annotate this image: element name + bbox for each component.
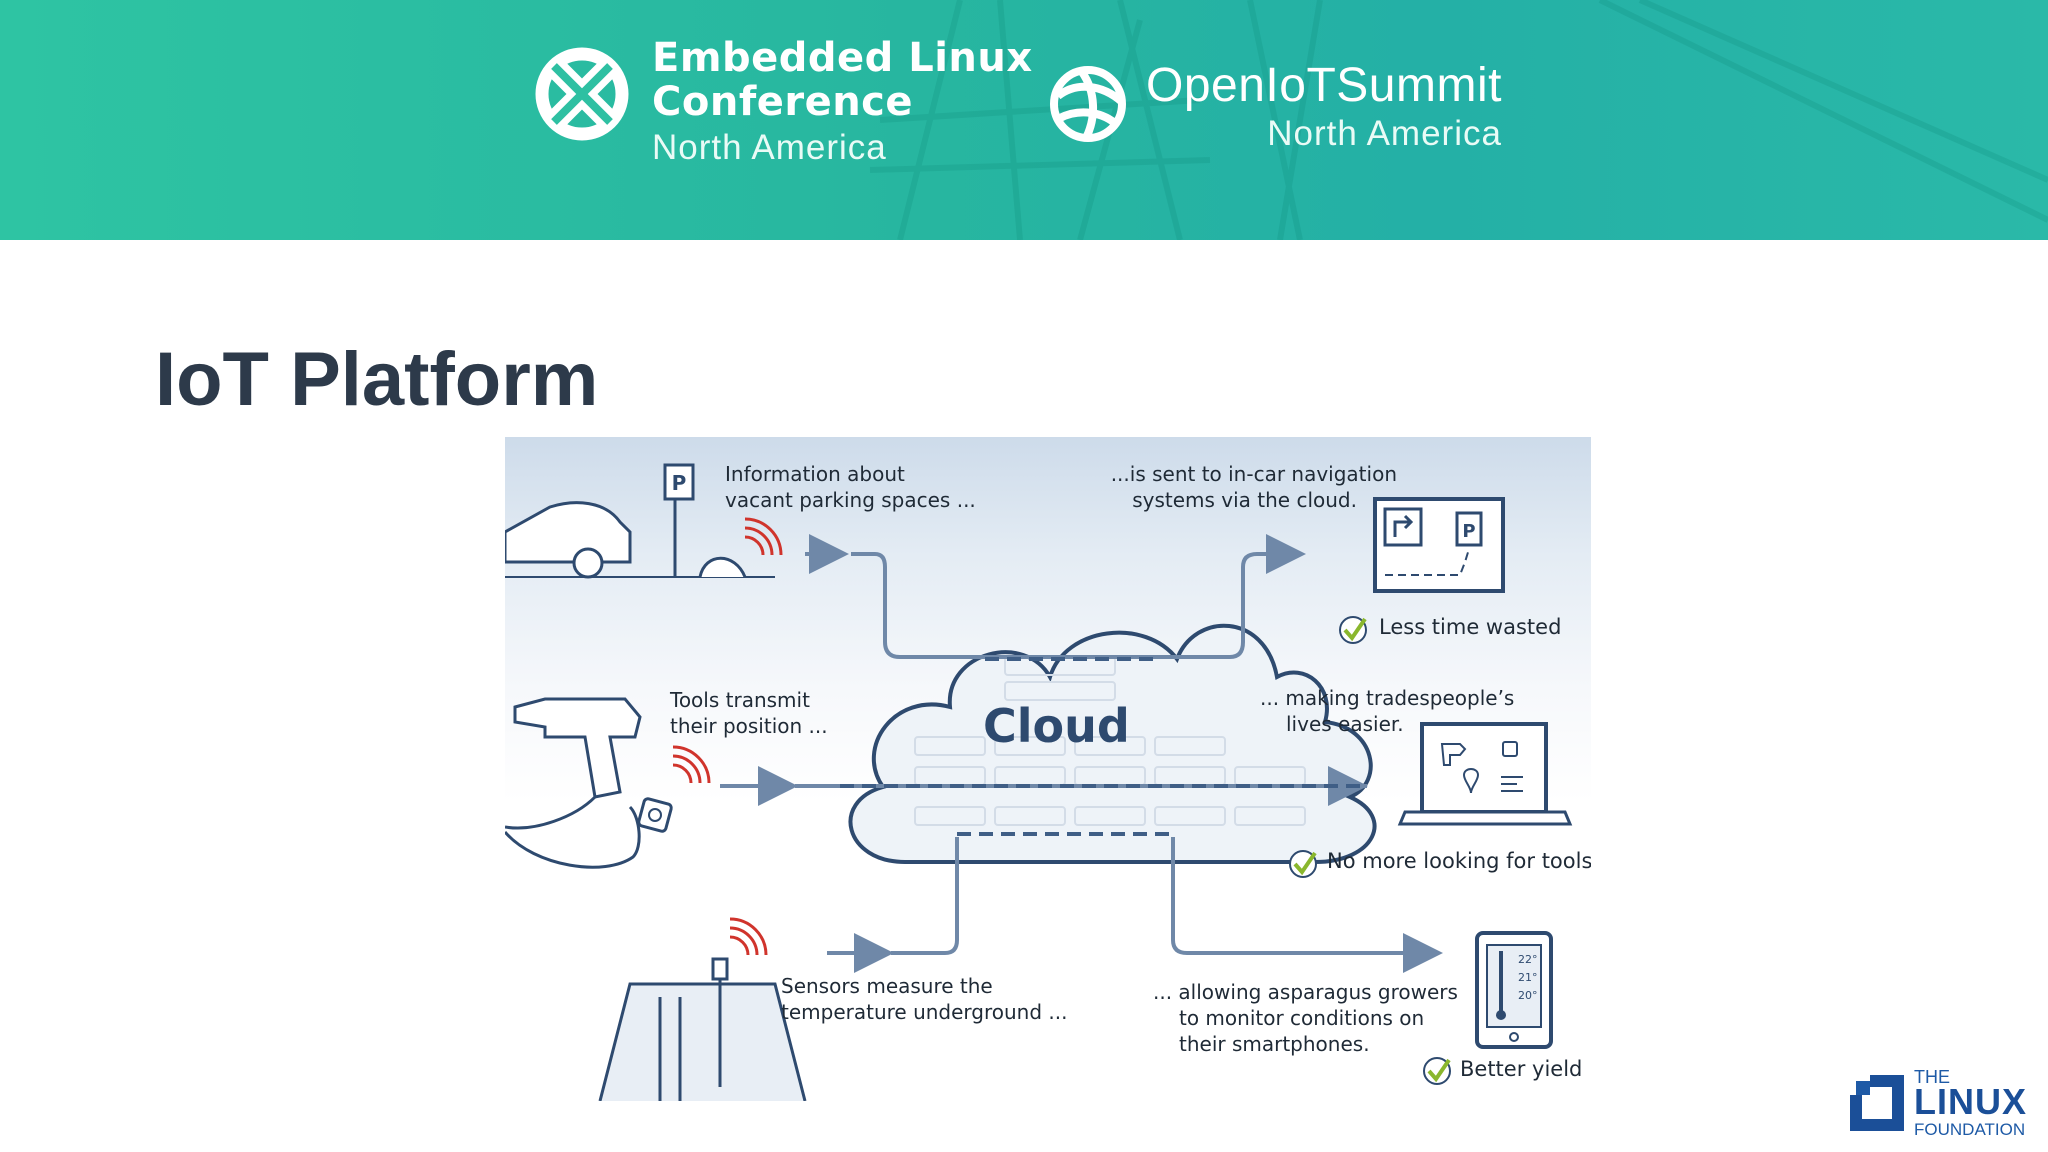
parking-sign-icon: P	[663, 463, 747, 578]
elc-name-line1: Embedded Linux	[652, 35, 1033, 81]
openiot-logo: OpenIoTSummit North America	[1046, 62, 1502, 151]
lf-foundation: FOUNDATION	[1914, 1120, 2026, 1139]
elc-region: North America	[652, 128, 887, 167]
caption-parking-out: ...is sent to in-car navigation systems …	[1097, 461, 1397, 513]
caption-line: Information about	[725, 462, 905, 486]
caption-line: vacant parking spaces ...	[725, 488, 976, 512]
caption-line: their position ...	[670, 714, 828, 738]
elc-cross-icon	[535, 47, 629, 141]
soil-sensor-icon	[598, 957, 807, 1101]
caption-line: lives easier.	[1286, 712, 1404, 736]
drill-icon	[505, 697, 642, 869]
linux-foundation-logo: THE LINUX FOUNDATION	[1848, 1068, 2027, 1138]
caption-tools-in: Tools transmit their position ...	[670, 687, 828, 739]
caption-sensor-out: ... allowing asparagus growers to monito…	[1153, 979, 1458, 1057]
temp-value: 21°	[1518, 971, 1538, 984]
wireless-signal-icon	[744, 517, 783, 556]
caption-line: ... making tradespeople’s	[1260, 686, 1515, 710]
check-icon	[1423, 1057, 1451, 1085]
svg-text:P: P	[672, 471, 687, 495]
svg-text:P: P	[1462, 521, 1475, 542]
caption-parking-in: Information about vacant parking spaces …	[725, 461, 976, 513]
caption-line: Sensors measure the	[781, 974, 993, 998]
linux-foundation-mark-icon	[1850, 1075, 1904, 1131]
diagram-artwork: P	[505, 463, 1573, 1101]
temp-value: 20°	[1518, 989, 1538, 1002]
openiot-globe-icon	[1050, 66, 1126, 142]
benefit-tools: No more looking for tools	[1327, 849, 1591, 873]
caption-line: to monitor conditions on	[1179, 1006, 1425, 1030]
slide-title: IoT Platform	[155, 337, 599, 422]
car-icon	[505, 501, 775, 579]
caption-line: systems via the cloud.	[1132, 488, 1357, 512]
check-icon	[1339, 616, 1367, 644]
caption-line: their smartphones.	[1179, 1032, 1370, 1056]
smartphone-icon	[1475, 931, 1553, 1049]
benefit-parking: Less time wasted	[1379, 615, 1562, 639]
caption-line: ... allowing asparagus growers	[1153, 980, 1458, 1004]
openiot-name: OpenIoTSummit	[1146, 59, 1502, 112]
tracker-tag-icon	[637, 797, 673, 833]
wireless-signal-icon	[672, 745, 711, 784]
elc-logo: Embedded Linux Conference North America	[530, 38, 1033, 165]
cloud-label: Cloud	[983, 699, 1130, 753]
phone-temperature-readout: 22° 21° 20°	[1518, 951, 1538, 1005]
lf-the: THE	[1914, 1067, 1950, 1087]
caption-line: Tools transmit	[670, 688, 810, 712]
temp-value: 22°	[1518, 953, 1538, 966]
caption-line: temperature underground ...	[781, 1000, 1068, 1024]
wireless-signal-icon	[729, 917, 768, 956]
caption-line: ...is sent to in-car navigation	[1110, 462, 1397, 486]
openiot-region: North America	[1267, 114, 1502, 153]
lf-linux: LINUX	[1914, 1081, 2027, 1122]
banner-background-art	[869, 0, 2048, 240]
check-icon	[1289, 850, 1317, 878]
cloud-shape	[848, 623, 1377, 864]
caption-tools-out: ... making tradespeople’s lives easier.	[1260, 685, 1514, 737]
benefit-sensor: Better yield	[1460, 1057, 1583, 1081]
iot-diagram: P	[505, 437, 1591, 1101]
laptop-icon	[1397, 722, 1573, 826]
conference-banner: Embedded Linux Conference North America …	[0, 0, 2048, 240]
caption-sensor-in: Sensors measure the temperature undergro…	[781, 973, 1067, 1025]
elc-name-line2: Conference	[652, 79, 914, 125]
navigation-screen-icon: P	[1373, 497, 1505, 593]
